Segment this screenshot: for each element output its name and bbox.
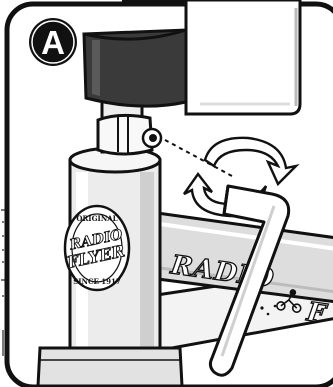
step-letter: A bbox=[41, 24, 65, 61]
step-badge: A bbox=[29, 18, 77, 66]
bolt-icon bbox=[143, 129, 161, 147]
logo-top-text: ORIGINAL bbox=[76, 214, 117, 223]
seat-post-logo: ORIGINAL RADIO FLYER SINCE 1917 bbox=[64, 206, 129, 290]
logo-bottom-text: SINCE 1917 bbox=[73, 277, 121, 286]
edge-marks bbox=[1, 210, 5, 356]
